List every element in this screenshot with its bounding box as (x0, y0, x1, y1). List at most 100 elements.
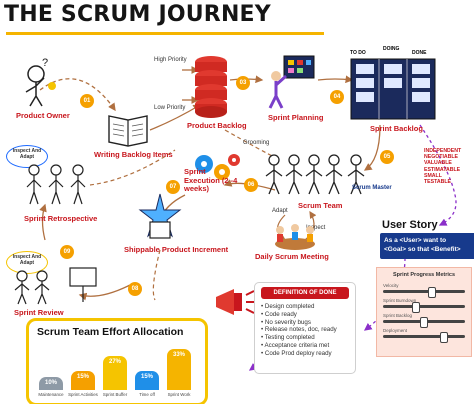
dod-item: • Code Prod deploy ready (261, 349, 332, 357)
dod-item: • Testing completed (261, 334, 315, 341)
effort-allocation-card: Scrum Team Effort Allocation 10% Maintena… (26, 318, 208, 404)
scrum-team-figures (265, 154, 365, 195)
metric-slider-knob (411, 302, 420, 313)
metric-row: Velocity (383, 283, 465, 298)
metric-slider-knob (440, 332, 449, 343)
gears-icon (195, 154, 240, 180)
sprint-planning-label: Sprint Planning (268, 113, 324, 122)
dod-item: • Release notes, doc, ready (261, 326, 337, 334)
definition-of-done-card: DEFINITION OF DONE • Design completed• C… (254, 282, 356, 374)
invest-item: NEGOTIABLE (424, 154, 459, 161)
step-03-badge: 03 (236, 76, 250, 90)
effort-bar-value: 15% (140, 374, 153, 380)
invest-list: INDEPENDENT NEGOTIABLE VALUABLE ESTIMATA… (424, 148, 461, 185)
user-story-title: User Story (382, 219, 438, 231)
metric-label: Sprint Burndown (383, 298, 417, 303)
effort-bar-value: 27% (108, 359, 121, 365)
invest-item: INDEPENDENT (424, 148, 462, 154)
col-done: DONE (412, 50, 427, 56)
step-07-badge: 07 (166, 180, 180, 194)
low-priority-label: Low Priority (154, 105, 186, 111)
dod-title: DEFINITION OF DONE (261, 287, 349, 299)
sprint-progress-title: Sprint Progress Metrics (392, 272, 456, 278)
shippable-increment-label: Shippable Product Increment (124, 245, 229, 254)
dod-item: • Design completed (261, 303, 315, 310)
step-08-badge: 08 (128, 282, 142, 296)
arrow-po-to-backlog-items (39, 78, 116, 112)
sprint-review-label: Sprint Review (14, 308, 64, 317)
step-06-badge: 06 (244, 178, 258, 192)
metric-row: Deployment (383, 328, 465, 343)
inspect-adapt-note-top: Inspect And Adapt (6, 145, 48, 168)
arrow-sprint-backlog-to-team (363, 124, 381, 171)
metric-row: Sprint Backlog (383, 313, 465, 328)
dod-list: • Design completed• Code ready• No sever… (255, 302, 355, 358)
metric-row: Sprint Burndown (383, 298, 465, 313)
writing-backlog-items-label: Writing Backlog Items (94, 150, 173, 159)
metric-label: Velocity (383, 283, 399, 288)
metric-slider-track (383, 332, 465, 343)
user-story-line2: <Goal> so that <Benefit> (384, 245, 461, 253)
invest-item: VALUABLE (424, 160, 452, 167)
sprint-backlog-label: Sprint Backlog (370, 124, 423, 133)
sprint-planning-figure (268, 55, 315, 109)
dod-item: • Acceptance criteria met (261, 341, 330, 349)
effort-bar-label: Sprint Work (167, 392, 191, 397)
megaphone-icon (216, 289, 256, 315)
book-icon (108, 115, 148, 147)
kanban-board (350, 58, 436, 120)
scrum-master-label: Scrum Master (352, 185, 392, 191)
metric-label: Deployment (383, 328, 408, 333)
effort-bar-label: Maintenance (38, 392, 64, 397)
metric-label: Sprint Backlog (383, 313, 413, 318)
invest-item: TESTABLE (424, 179, 451, 186)
effort-bar-value: 33% (172, 352, 185, 358)
sprint-review-figures (14, 267, 97, 305)
database-stack-icon (195, 56, 227, 118)
product-backlog-label: Product Backlog (187, 121, 247, 130)
metric-slider-track (383, 302, 465, 313)
scrum-team-label: Scrum Team (298, 201, 343, 210)
effort-bar-value: 15% (76, 374, 89, 380)
invest-item: ESTIMATABLE (424, 166, 461, 173)
arrow-planning-to-sprint-backlog (317, 75, 354, 84)
product-owner-label: Product Owner (16, 111, 70, 120)
high-priority-label: High Priority (154, 57, 187, 63)
inspect-label: Inspect (306, 225, 326, 231)
adapt-label: Adapt (272, 208, 288, 214)
user-story-box: As a <User> want to <Goal> so that <Bene… (380, 233, 474, 259)
effort-bar: 15% (71, 371, 95, 390)
daily-scrum-label: Daily Scrum Meeting (255, 252, 329, 261)
effort-chart-title: Scrum Team Effort Allocation (37, 326, 184, 338)
effort-bar-label: Sprint Buffer (102, 392, 128, 397)
daily-scrum-figures (275, 224, 315, 250)
step-04-badge: 04 (330, 90, 344, 104)
svg-text:?: ? (42, 57, 48, 69)
metric-slider-knob (428, 287, 437, 298)
shippable-increment-icon (138, 193, 182, 239)
user-story-line1: As a <User> want to (384, 237, 447, 244)
metric-slider-knob (419, 317, 428, 328)
effort-bar: 10% (39, 377, 63, 390)
effort-bar: 27% (103, 356, 127, 390)
metric-slider-track (383, 317, 465, 328)
sprint-execution-label: Sprint Execution (2 -4 weeks) (184, 167, 238, 194)
effort-bar: 33% (167, 349, 191, 390)
retrospective-figures (26, 164, 86, 205)
metric-slider-track (383, 287, 465, 298)
effort-bar: 15% (135, 371, 159, 390)
sprint-retrospective-label: Sprint Retrospective (24, 214, 98, 223)
arrow-review-to-retro (39, 203, 47, 241)
invest-item: SMALL (424, 172, 442, 179)
title-underline (6, 32, 324, 35)
page-title: THE SCRUM JOURNEY (4, 2, 271, 27)
col-doing: DOING (383, 46, 400, 52)
grooming-label: Grooming (243, 140, 270, 146)
effort-bar-label: Time off (139, 392, 155, 397)
dod-item: • No severity bugs (261, 318, 311, 326)
step-05-badge: 05 (380, 150, 394, 164)
